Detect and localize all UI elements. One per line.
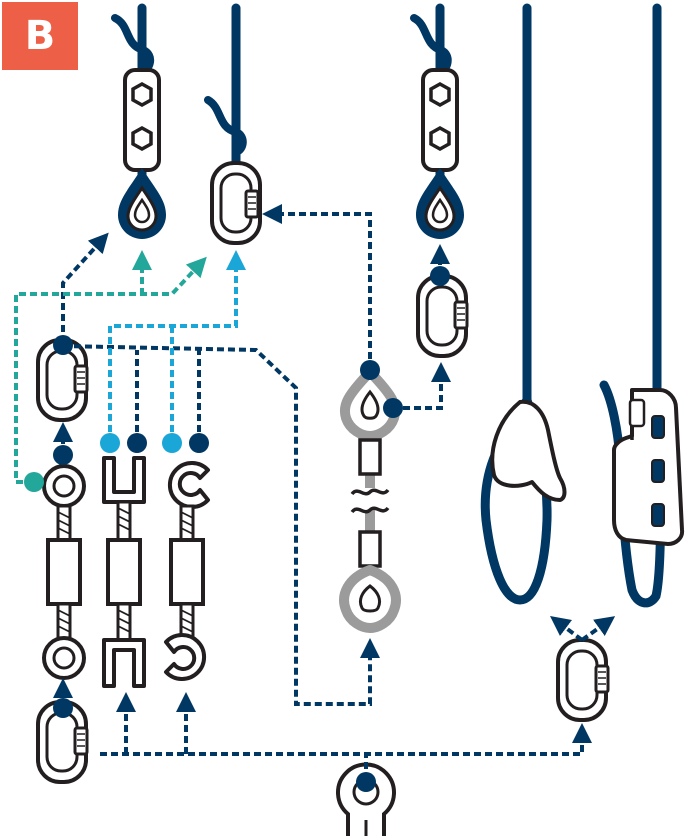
quick-link-icon — [36, 338, 89, 422]
light-blue-connectors — [108, 250, 246, 443]
quick-link-icon — [556, 638, 610, 722]
cable-clamp-icon — [123, 68, 161, 172]
quick-link-icon — [416, 274, 469, 358]
cable-clamp-icon — [421, 68, 459, 172]
navy-connectors — [53, 204, 616, 780]
rope-grab-right-icon — [599, 380, 685, 608]
turnbuckle-jaw-jaw-icon — [102, 456, 146, 688]
quick-link-icon — [210, 161, 262, 245]
panel-label: B — [24, 13, 56, 59]
connection-dots — [24, 266, 450, 792]
wire-rope-sling-icon — [339, 367, 401, 633]
rope-knot-icons — [111, 14, 452, 156]
turnbuckle-hook-hook-icon — [164, 461, 210, 681]
thimble-icon — [416, 168, 464, 239]
teal-connectors — [14, 250, 207, 484]
rope-grab-left-icon — [480, 388, 567, 605]
thimble-icon — [118, 168, 166, 239]
quick-link-icon — [36, 700, 89, 784]
turnbuckle-eye-eye-icon — [42, 464, 86, 680]
panel-label-badge: B — [2, 2, 78, 70]
